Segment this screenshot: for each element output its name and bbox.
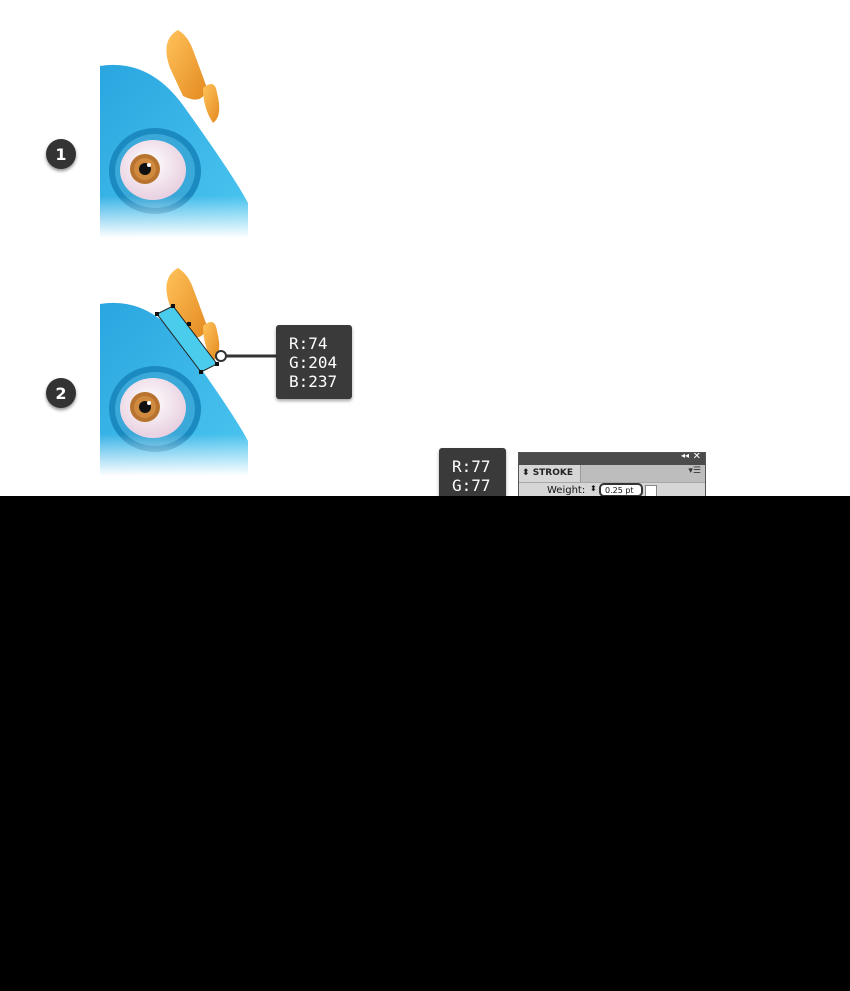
panel-menu-icon[interactable]: ▾☰	[688, 466, 701, 476]
monster-illustration-step-1	[95, 28, 255, 238]
black-area	[0, 496, 850, 991]
panel-titlebar: ◂◂ ✕	[519, 453, 705, 465]
color-g: G:77	[452, 476, 491, 495]
color-r: R:77	[452, 457, 491, 476]
tab-stroke[interactable]: ⬍ STROKE	[519, 465, 581, 482]
panel-tabbar: ⬍ STROKE ▾☰	[519, 465, 705, 483]
step-number: 2	[55, 383, 67, 403]
stroke-panel: ◂◂ ✕ ⬍ STROKE ▾☰ Weight: ⬍ 0.25 pt	[518, 452, 706, 496]
weight-dropdown-button[interactable]	[645, 485, 657, 496]
color-g: G:204	[289, 353, 338, 372]
weight-label: Weight:	[547, 485, 586, 496]
step-badge-2: 2	[46, 378, 76, 408]
double-chevron-left-icon[interactable]: ◂◂	[680, 452, 689, 460]
step-number: 1	[55, 144, 67, 164]
monster-illustration-step-2	[95, 266, 255, 476]
panel-body: Weight: ⬍ 0.25 pt	[519, 483, 705, 496]
color-b: B:237	[289, 372, 338, 391]
weight-input[interactable]: 0.25 pt	[599, 483, 643, 496]
step-badge-1: 1	[46, 139, 76, 169]
tab-label: STROKE	[532, 468, 574, 478]
callout-connector	[215, 350, 278, 362]
color-r: R:74	[289, 334, 328, 353]
color-callout-1: R:74 G:204 B:237	[276, 325, 352, 399]
color-callout-2: R:77 G:77	[439, 448, 506, 496]
close-icon[interactable]: ✕	[692, 452, 701, 462]
tab-arrows-icon: ⬍	[522, 468, 530, 478]
stepper-icon[interactable]: ⬍	[590, 484, 597, 493]
